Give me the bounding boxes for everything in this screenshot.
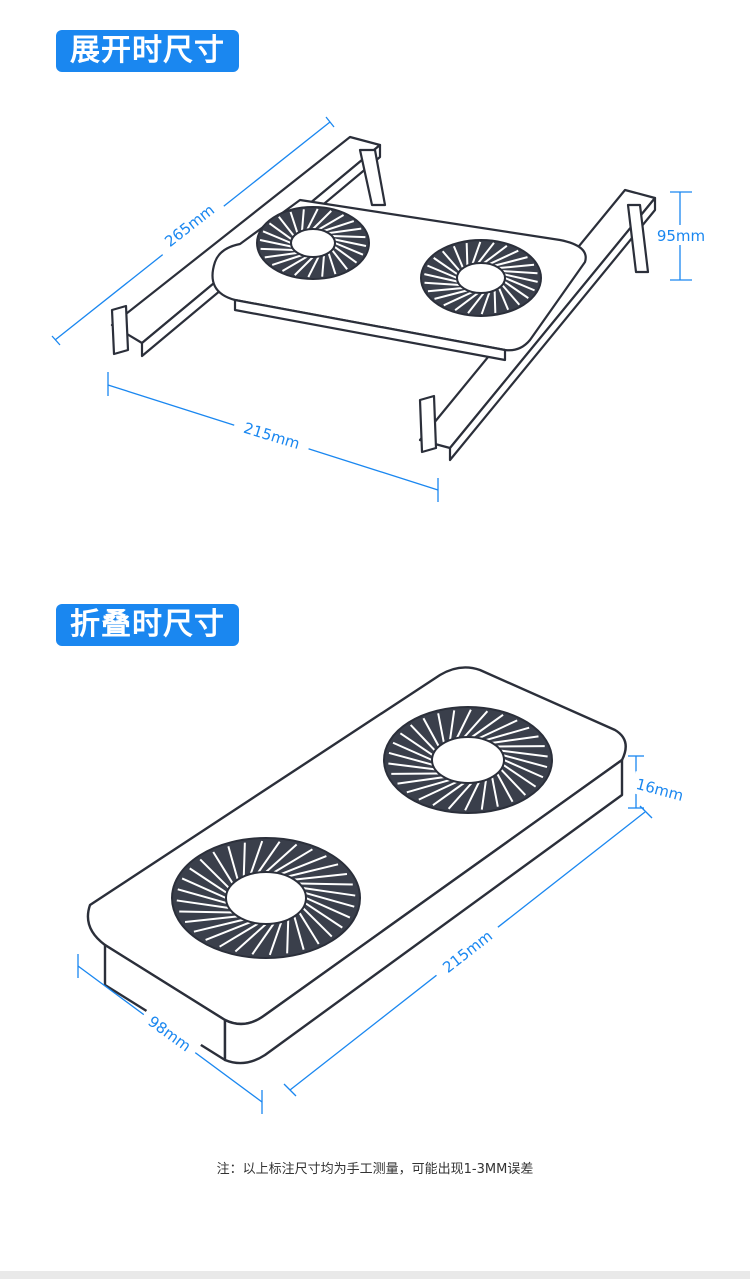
fan-right-icon xyxy=(420,239,542,317)
unfolded-stand-drawing: 265mm 215mm 95mm xyxy=(51,116,708,502)
bottom-divider xyxy=(0,1271,750,1279)
dim-label-265: 265mm xyxy=(161,201,218,251)
fan-bottom-icon xyxy=(171,837,361,959)
folded-size-title: 折叠时尺寸 xyxy=(56,604,239,646)
fan-top-icon xyxy=(383,706,553,814)
folded-body xyxy=(86,666,627,1065)
measurement-footnote: 注：以上标注尺寸均为手工测量，可能出现1-3MM误差 xyxy=(216,1162,534,1177)
unfolded-size-title: 展开时尺寸 xyxy=(56,30,239,72)
fan-left-icon xyxy=(256,206,370,280)
dim-label-95: 95mm xyxy=(657,227,705,245)
folded-stand-drawing: 16mm 215mm 98mm xyxy=(77,666,690,1114)
dim-label-215-fold: 215mm xyxy=(439,927,496,977)
